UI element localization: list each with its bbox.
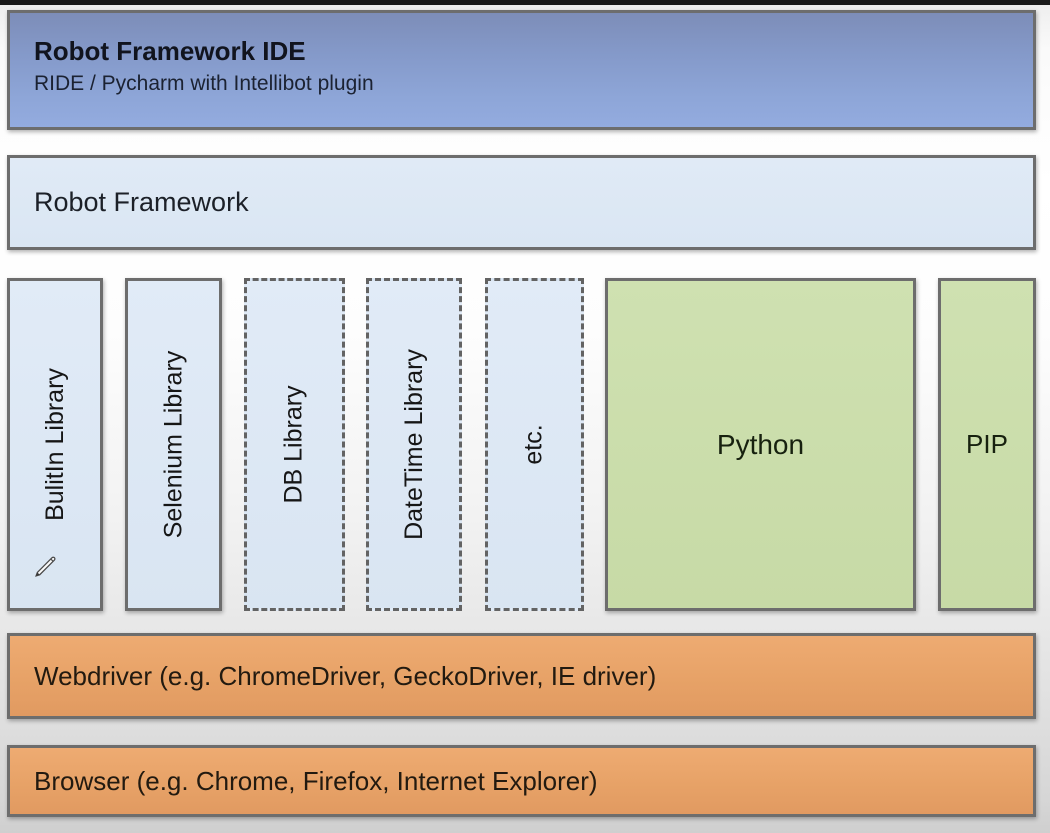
python-box: Python — [605, 278, 916, 611]
library-label-etc: etc. — [519, 424, 548, 465]
pip-label: PIP — [966, 429, 1008, 459]
library-box-db: DB Library — [244, 278, 345, 611]
library-label-datetime: DateTime Library — [399, 349, 428, 540]
pip-box: PIP — [938, 278, 1036, 611]
python-label: Python — [716, 428, 805, 460]
browser-label: Browser (e.g. Chrome, Firefox, Internet … — [34, 765, 598, 796]
ide-subtitle: RIDE / Pycharm with Intellibot plugin — [34, 71, 374, 95]
library-label-builtin: BulitIn Library — [40, 368, 69, 521]
library-box-etc: etc. — [485, 278, 584, 611]
library-box-selenium: Selenium Library — [125, 278, 222, 611]
ide-title: Robot Framework IDE — [34, 36, 306, 66]
library-box-builtin: BulitIn Library — [7, 278, 103, 611]
webdriver-label: Webdriver (e.g. ChromeDriver, GeckoDrive… — [34, 660, 657, 691]
library-label-db: DB Library — [280, 385, 308, 504]
webdriver-box: Webdriver (e.g. ChromeDriver, GeckoDrive… — [7, 633, 1036, 719]
pencil-cursor-icon — [35, 556, 56, 577]
browser-box: Browser (e.g. Chrome, Firefox, Internet … — [7, 745, 1036, 817]
top-edge-strip — [0, 0, 1050, 5]
library-label-selenium: Selenium Library — [159, 350, 187, 539]
robot-framework-label: Robot Framework — [34, 187, 249, 217]
library-box-datetime: DateTime Library — [366, 278, 462, 611]
robot-framework-box: Robot Framework — [7, 155, 1036, 250]
ide-box: Robot Framework IDE RIDE / Pycharm with … — [7, 10, 1036, 130]
